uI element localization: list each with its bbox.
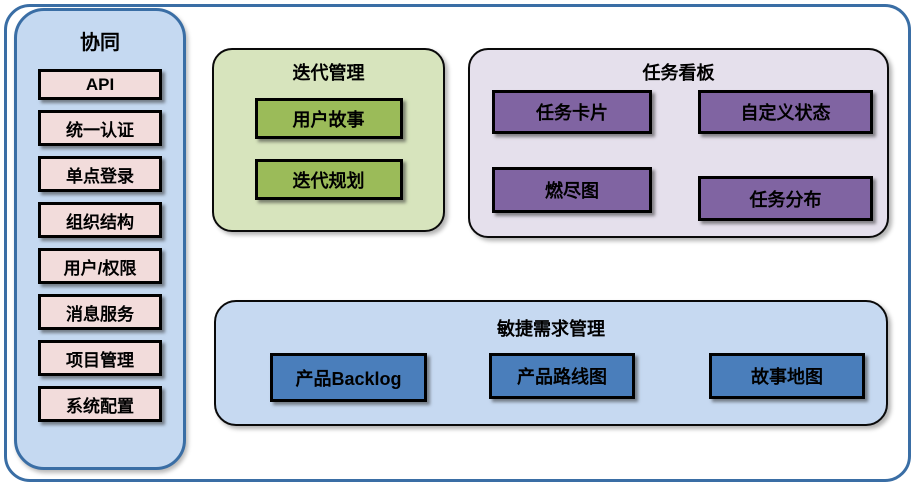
sidebar-item-sso: 单点登录 <box>38 156 162 192</box>
sidebar-item-user-permissions: 用户/权限 <box>38 248 162 284</box>
sidebar-item-message-service: 消息服务 <box>38 294 162 330</box>
group-agile-requirements: 敏捷需求管理 产品Backlog 产品路线图 故事地图 <box>214 300 888 426</box>
feature-custom-status: 自定义状态 <box>698 90 873 134</box>
group-agile-requirements-title: 敏捷需求管理 <box>497 319 605 339</box>
feature-task-distribution: 任务分布 <box>698 176 873 221</box>
sidebar-item-unified-auth: 统一认证 <box>38 110 162 146</box>
feature-product-roadmap: 产品路线图 <box>489 353 635 399</box>
sidebar-collaboration: 协同 API 统一认证 单点登录 组织结构 用户/权限 消息服务 项目管理 系统… <box>14 8 186 470</box>
group-task-board: 任务看板 任务卡片 自定义状态 燃尽图 任务分布 <box>468 48 889 238</box>
sidebar-item-system-config: 系统配置 <box>38 386 162 422</box>
group-iteration-title: 迭代管理 <box>292 63 365 83</box>
sidebar-item-api: API <box>38 69 162 100</box>
sidebar-item-org-structure: 组织结构 <box>38 202 162 238</box>
feature-burndown-chart: 燃尽图 <box>492 167 652 213</box>
sidebar-item-project-management: 项目管理 <box>38 340 162 376</box>
feature-story-map: 故事地图 <box>709 353 865 399</box>
feature-task-card: 任务卡片 <box>492 90 652 134</box>
feature-iteration-planning: 迭代规划 <box>254 159 403 200</box>
group-iteration-management: 迭代管理 用户故事 迭代规划 <box>212 48 445 232</box>
group-task-board-title: 任务看板 <box>642 63 715 83</box>
feature-product-backlog: 产品Backlog <box>270 353 427 402</box>
feature-user-story: 用户故事 <box>254 98 403 139</box>
outer-frame <box>4 4 911 482</box>
sidebar-title: 协同 <box>80 32 120 54</box>
